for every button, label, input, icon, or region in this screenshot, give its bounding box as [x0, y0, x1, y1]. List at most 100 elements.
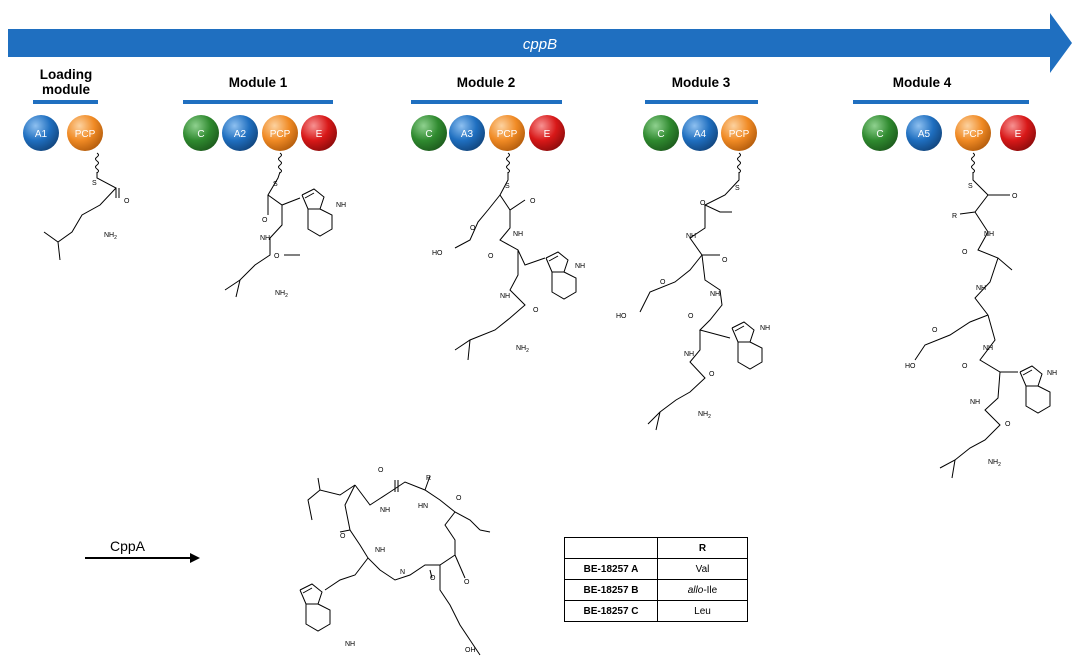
- atom-label: NH: [513, 231, 523, 238]
- domain-label: PCP: [729, 129, 750, 140]
- domain-label: C: [876, 129, 883, 140]
- module-title-3: Module 3: [671, 75, 731, 90]
- atom-label: S: [735, 185, 740, 192]
- r-group-prefix: allo: [687, 584, 704, 596]
- atom-label: NH: [970, 399, 980, 406]
- atom-label: NH2: [275, 290, 288, 299]
- atom-label: NH: [375, 547, 385, 554]
- module-title-line: module: [41, 82, 90, 97]
- r-group: Leu: [657, 600, 748, 622]
- atom-label: NH: [983, 345, 993, 352]
- domain-e: E: [529, 115, 565, 151]
- atom-label: NH: [260, 235, 270, 242]
- domain-label: A4: [694, 129, 707, 140]
- domain-label: A3: [461, 129, 474, 140]
- atom-label: O: [722, 257, 728, 264]
- atom-label: S: [968, 183, 973, 190]
- atom-label: O: [709, 371, 715, 378]
- domain-a5: A5: [906, 115, 942, 151]
- atom-label: N: [400, 569, 405, 576]
- atom-label: O: [962, 249, 968, 256]
- atom-label: S: [92, 180, 97, 187]
- domain-c: C: [643, 115, 679, 151]
- module-title-1: Module 1: [228, 75, 288, 90]
- atom-label: NH: [345, 641, 355, 648]
- table-header-row: R: [564, 537, 748, 559]
- atom-label: HO: [905, 363, 916, 370]
- table-header-cell: R: [657, 537, 748, 559]
- module-bars: [33, 100, 1029, 104]
- r-group: Val: [657, 558, 748, 580]
- domain-e: E: [1000, 115, 1036, 151]
- atom-label: HO: [432, 250, 443, 257]
- domain-pcp: PCP: [721, 115, 757, 151]
- atom-label: O: [688, 313, 694, 320]
- atom-label: NH: [575, 263, 585, 270]
- atom-label: NH: [984, 231, 994, 238]
- r-group-rest: -Ile: [703, 584, 718, 596]
- atom-label: NH: [976, 285, 986, 292]
- domain-label: PCP: [75, 129, 96, 140]
- domain-label: A2: [234, 129, 247, 140]
- atom-label: O: [456, 495, 462, 502]
- domain-e: E: [301, 115, 337, 151]
- atom-label: O: [430, 575, 436, 582]
- domain-label: E: [1015, 129, 1022, 140]
- table-row: BE-18257 C Leu: [564, 600, 748, 622]
- domain-balls: A1 PCP C A2 PCP E C A3 PCP E C A4 PCP C A5 PCP E: [23, 115, 1036, 151]
- domain-label: C: [425, 129, 432, 140]
- domain-label: E: [544, 129, 551, 140]
- atom-label: O: [932, 327, 938, 334]
- peptide-structures: [43, 152, 1051, 656]
- atom-label: NH: [760, 325, 770, 332]
- atom-label: NH: [684, 351, 694, 358]
- domain-a2: A2: [222, 115, 258, 151]
- compound-name: BE-18257 C: [564, 600, 658, 622]
- atom-label: S: [505, 183, 510, 190]
- atom-labels: SONH2SONHNHONH2SOHOONHONHNHONH2SONHOOHON…: [92, 180, 1057, 654]
- atom-label: NH2: [988, 459, 1001, 468]
- compound-name: BE-18257 A: [564, 558, 658, 580]
- domain-label: E: [316, 129, 323, 140]
- atom-label: NH: [380, 507, 390, 514]
- domain-label: A1: [35, 129, 48, 140]
- atom-label: O: [1005, 421, 1011, 428]
- module-title-loading: Loading module: [30, 67, 102, 97]
- module-title-line: Loading: [39, 67, 93, 82]
- table-row: BE-18257 A Val: [564, 558, 748, 580]
- domain-c: C: [183, 115, 219, 151]
- atom-label: O: [1012, 193, 1018, 200]
- atom-label: NH: [1047, 370, 1057, 377]
- atom-label: O: [262, 217, 268, 224]
- atom-label: NH: [500, 293, 510, 300]
- domain-c: C: [862, 115, 898, 151]
- domain-label: PCP: [270, 129, 291, 140]
- atom-label: R: [952, 213, 957, 220]
- table-row: BE-18257 B allo-Ile: [564, 579, 748, 601]
- domain-label: PCP: [963, 129, 984, 140]
- table-header-cell: [564, 537, 658, 559]
- atom-label: O: [340, 533, 346, 540]
- atom-label: NH2: [698, 411, 711, 420]
- atom-label: NH: [336, 202, 346, 209]
- domain-label: C: [197, 129, 204, 140]
- module-title-2: Module 2: [456, 75, 516, 90]
- domain-pcp: PCP: [489, 115, 525, 151]
- atom-label: O: [530, 198, 536, 205]
- gene-label: cppB: [522, 36, 558, 53]
- atom-label: NH: [686, 233, 696, 240]
- atom-label: O: [488, 253, 494, 260]
- domain-pcp: PCP: [67, 115, 103, 151]
- atom-label: O: [464, 579, 470, 586]
- domain-label: C: [657, 129, 664, 140]
- domain-a4: A4: [682, 115, 718, 151]
- domain-a3: A3: [449, 115, 485, 151]
- domain-pcp: PCP: [262, 115, 298, 151]
- atom-label: NH: [710, 291, 720, 298]
- atom-label: O: [378, 467, 384, 474]
- atom-label: NH2: [104, 232, 117, 241]
- atom-label: OH: [465, 647, 476, 654]
- atom-label: HN: [418, 503, 428, 510]
- gene-arrow: [8, 13, 1072, 73]
